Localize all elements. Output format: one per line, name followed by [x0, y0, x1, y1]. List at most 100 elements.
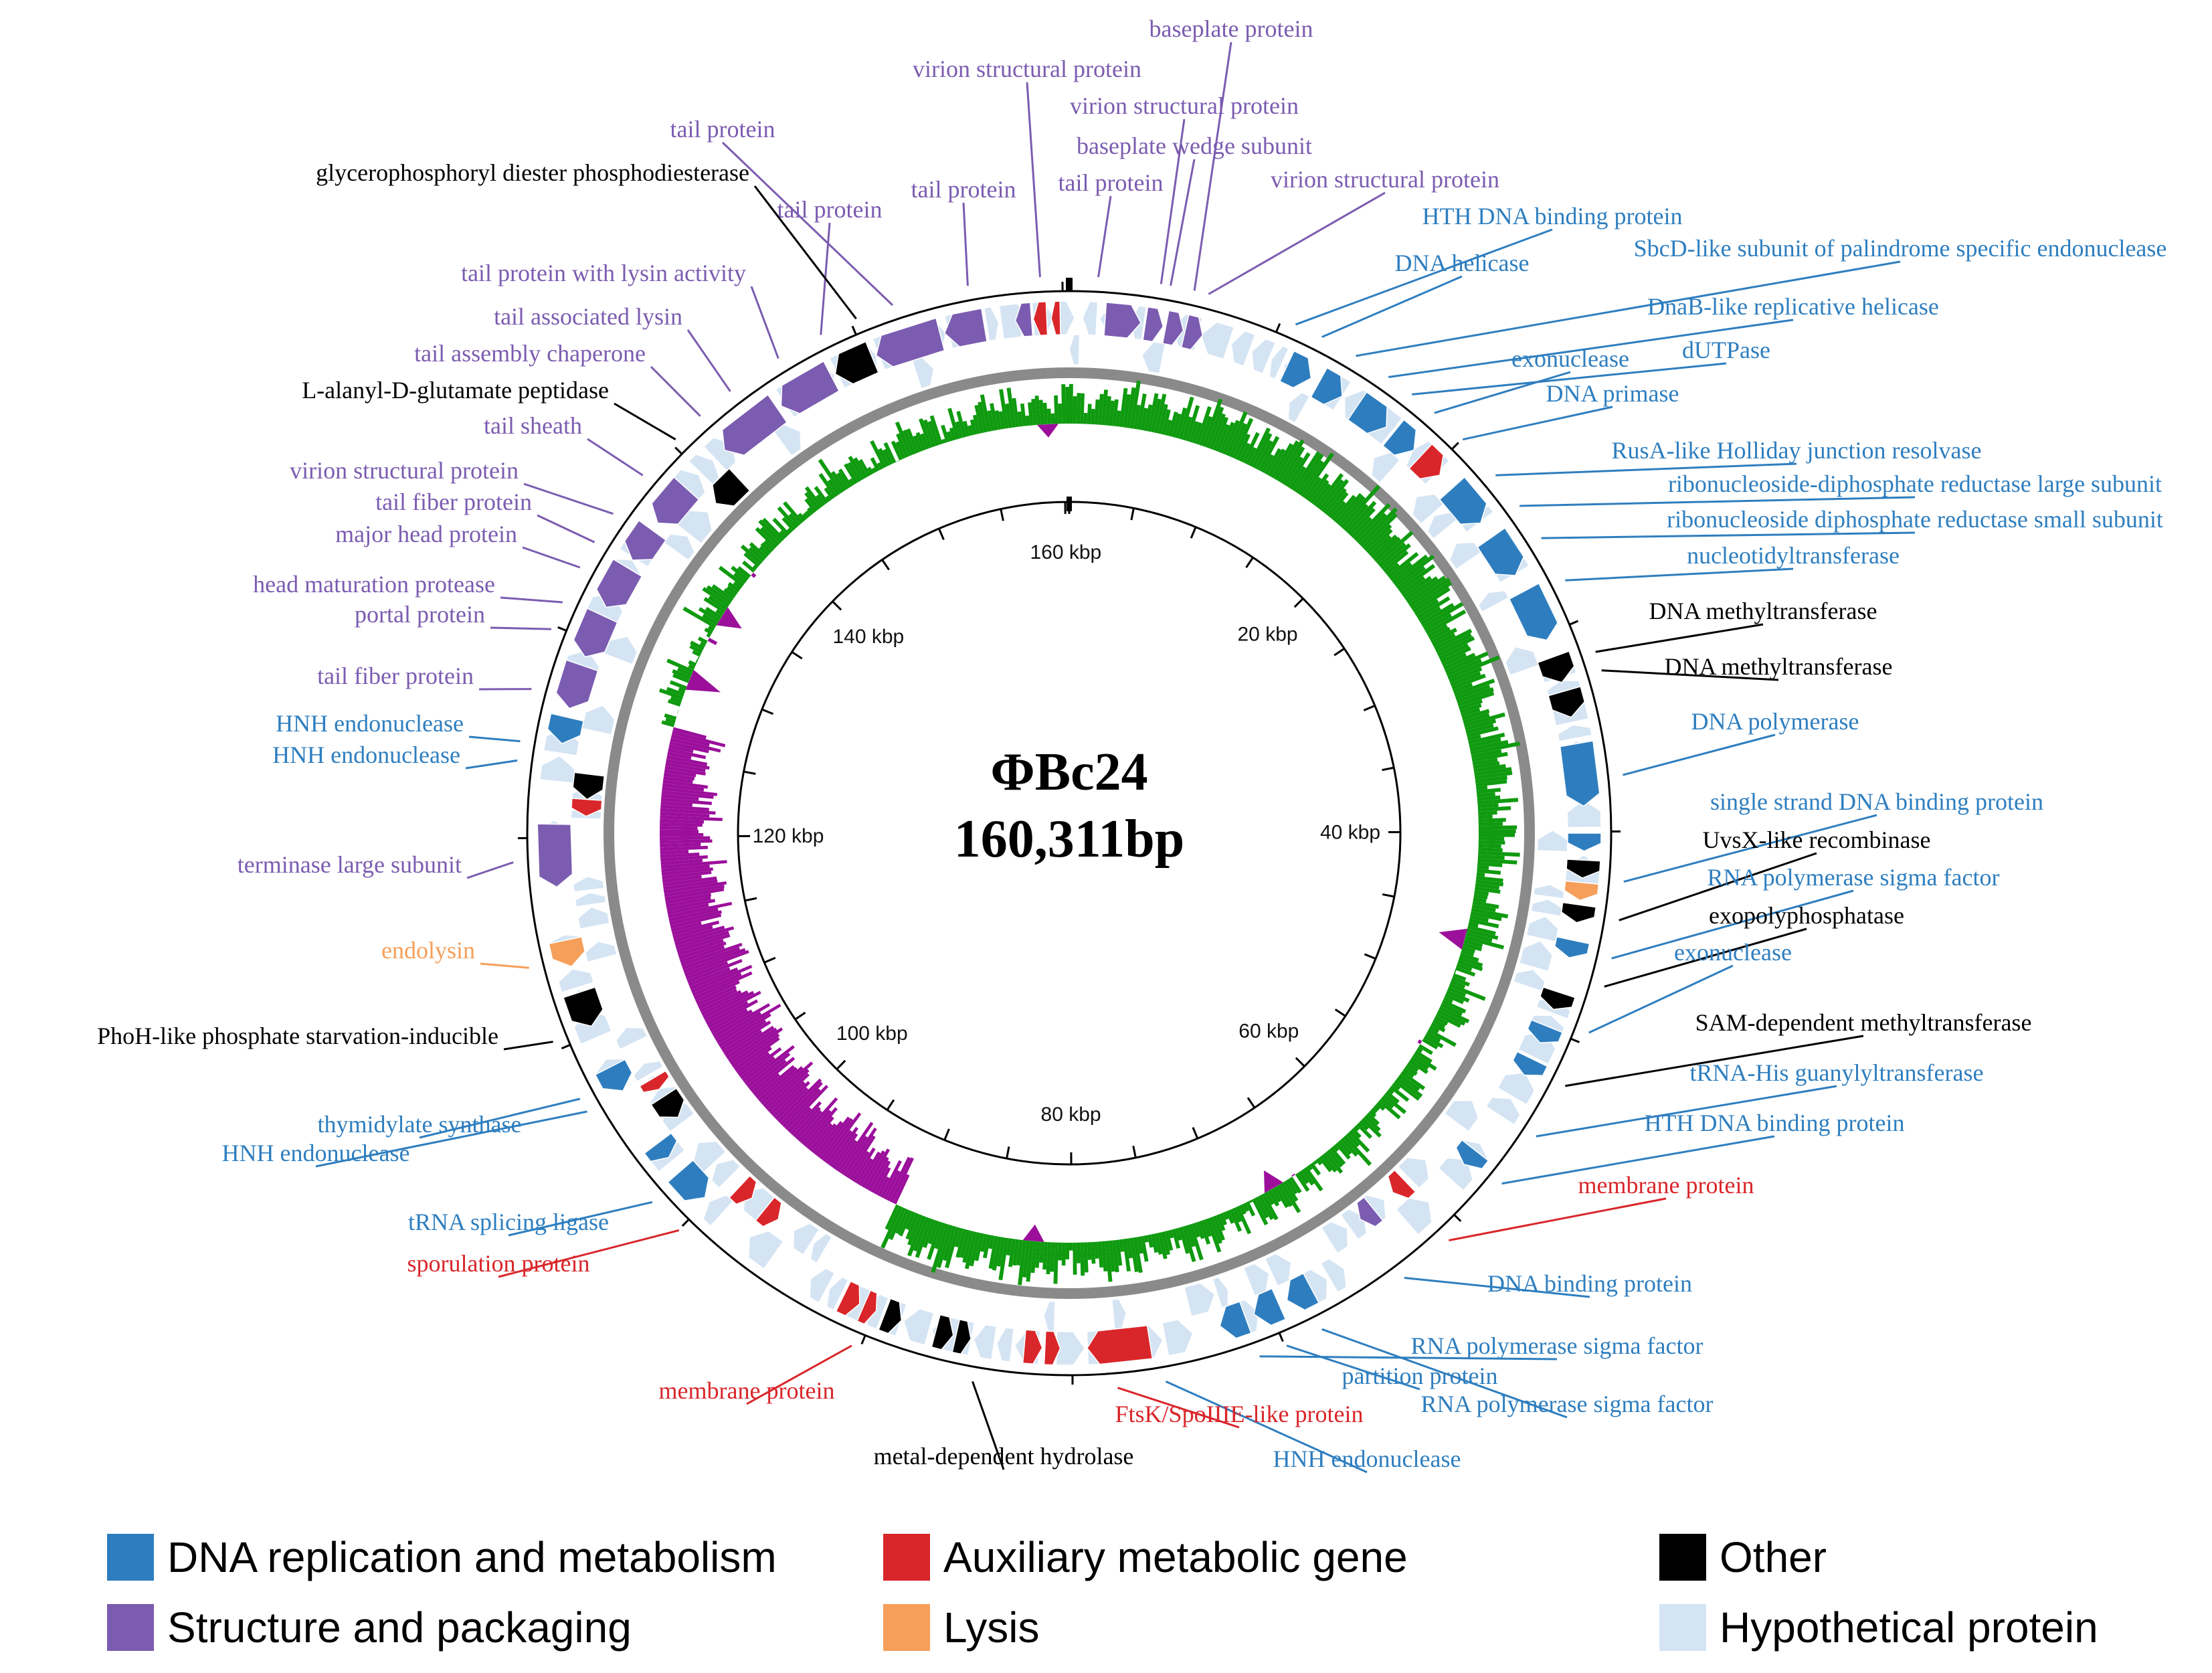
gene-hypothetical: [1396, 1198, 1432, 1235]
gene-dna: [1509, 584, 1558, 640]
gene-hypothetical: [578, 907, 610, 929]
gene-hypothetical: [585, 942, 617, 962]
kbp-label: 60 kbp: [1238, 1021, 1299, 1043]
gene-hypothetical: [1142, 342, 1166, 373]
gene-hypothetical: [1044, 1301, 1055, 1331]
legend-label: Other: [1720, 1532, 1827, 1582]
gene-annotation-label: SbcD-like subunit of palindrome specific…: [1634, 235, 2167, 262]
gene-annotation-label: membrane protein: [1578, 1172, 1754, 1199]
gene-hypothetical: [974, 1324, 997, 1359]
gene-annotation-label: HTH DNA binding protein: [1645, 1110, 1905, 1136]
leader-line: [1463, 407, 1612, 440]
gene-annotation-label: tail associated lysin: [494, 303, 682, 330]
gene-dna: [1254, 1289, 1285, 1326]
leader-line: [1623, 735, 1775, 775]
gene-hypothetical: [1231, 331, 1255, 366]
legend-swatch-other: [1659, 1534, 1706, 1581]
gene-annotation-label: tail fiber protein: [317, 663, 474, 689]
gene-auxiliary: [1051, 301, 1061, 335]
leader-line: [467, 863, 513, 878]
gene-hypothetical: [1184, 1283, 1215, 1316]
leader-line: [1565, 569, 1793, 580]
gc-bar-positive: [1479, 836, 1504, 841]
gene-other: [835, 342, 878, 384]
legend-swatch-hypothetical: [1659, 1604, 1706, 1651]
leader-line: [1596, 624, 1763, 652]
leader-line: [490, 628, 551, 629]
scale-tick: [1001, 509, 1004, 521]
gc-bar-positive: [1479, 825, 1517, 829]
scale-tick: [1335, 1009, 1346, 1016]
scale-tick: [792, 652, 802, 658]
gene-annotation-label: glycerophosphoryl diester phosphodiester…: [316, 159, 749, 186]
leader-line: [480, 964, 529, 968]
legend-item-other: Other: [1659, 1532, 1827, 1582]
gc-bar-negative: [1418, 1039, 1422, 1044]
gene-hypothetical: [711, 1160, 740, 1188]
kbp-label: 20 kbp: [1237, 624, 1297, 646]
gene-hypothetical: [1486, 1097, 1520, 1125]
outer-tick: [852, 326, 856, 335]
genome-center: ΦBc24 160,311bp: [954, 743, 1185, 869]
legend-item-hypothetical: Hypothetical protein: [1659, 1603, 2098, 1652]
gene-annotation-label: HNH endonuclease: [272, 741, 460, 768]
gene-annotation-label: DnaB-like replicative helicase: [1647, 293, 1939, 320]
leader-line: [537, 515, 595, 542]
gene-annotation-label: virion structural protein: [1070, 92, 1299, 119]
gc-spike-negative: [1023, 1225, 1044, 1242]
gene-annotation-label: exonuclease: [1674, 939, 1792, 966]
legend-item-auxiliary: Auxiliary metabolic gene: [883, 1532, 1408, 1582]
gene-hypothetical: [1526, 916, 1558, 942]
gene-structure: [537, 824, 572, 887]
gc-bar-positive: [1479, 829, 1516, 833]
gene-annotation-label: major head protein: [335, 521, 517, 547]
gene-hypothetical: [749, 1231, 784, 1269]
leader-line: [504, 1042, 553, 1049]
gene-hypothetical: [1534, 885, 1564, 899]
gene-hypothetical: [1265, 1253, 1291, 1286]
gene-hypothetical: [1069, 335, 1080, 365]
kbp-label: 120 kbp: [753, 825, 824, 847]
gc-bar-negative: [676, 713, 678, 717]
gc-spike-negative: [1037, 424, 1058, 438]
legend-swatch-auxiliary: [883, 1534, 930, 1581]
gc-bar-negative: [660, 826, 698, 830]
gene-hypothetical: [1445, 1100, 1479, 1132]
gene-hypothetical: [904, 1309, 934, 1345]
gene-hypothetical: [1112, 1299, 1126, 1330]
legend-label: Auxiliary metabolic gene: [943, 1532, 1408, 1582]
gene-annotation-label: tail protein: [777, 196, 883, 223]
gene-hypothetical: [1531, 899, 1562, 917]
leader-line: [1519, 497, 1915, 506]
gene-annotation-label: portal protein: [355, 601, 485, 628]
gene-annotation-label: tail protein with lysin activity: [461, 260, 746, 286]
leader-line: [614, 404, 676, 440]
legend-item-dna: DNA replication and metabolism: [107, 1532, 777, 1582]
kbp-label: 140 kbp: [832, 626, 904, 648]
gc-bar-positive: [1058, 404, 1062, 424]
scale-tick: [837, 1061, 846, 1069]
outer-tick: [675, 448, 682, 454]
leader-line: [963, 203, 967, 286]
outer-tick: [1452, 442, 1459, 449]
gene-hypothetical: [1513, 970, 1545, 991]
gc-bar-positive: [1073, 396, 1077, 424]
gc-bar-negative: [660, 833, 703, 836]
gene-hypothetical: [582, 705, 615, 735]
kbp-label: 160 kbp: [1030, 541, 1101, 563]
scale-tick: [1382, 894, 1394, 896]
kbp-label: 40 kbp: [1320, 822, 1380, 844]
legend-label: DNA replication and metabolism: [167, 1532, 777, 1582]
gene-annotation-label: sporulation protein: [407, 1250, 590, 1277]
gene-annotation-label: thymidylate synthase: [318, 1111, 522, 1138]
gene-hypothetical: [540, 756, 575, 783]
gc-bar-positive: [1083, 413, 1087, 424]
gene-structure: [625, 521, 666, 560]
gc-bar-positive: [1478, 814, 1492, 818]
scale-tick: [1191, 527, 1196, 539]
gene-hypothetical: [1558, 725, 1592, 741]
gene-hypothetical: [559, 969, 593, 992]
legend-label: Structure and packaging: [167, 1603, 632, 1652]
leader-line: [1027, 82, 1040, 277]
gene-annotation-label: virion structural protein: [1271, 166, 1499, 193]
